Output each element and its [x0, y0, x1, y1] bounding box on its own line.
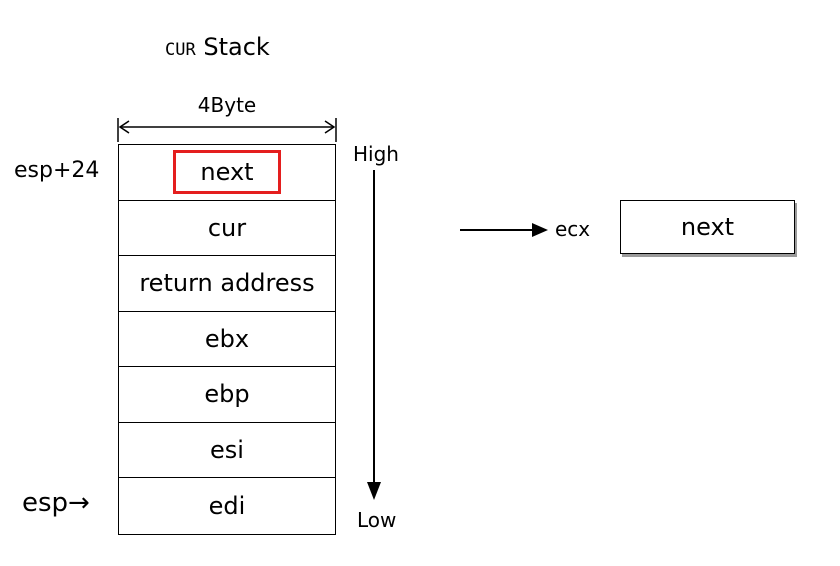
stack-cell-edi: edi: [208, 491, 246, 520]
title-word: Stack: [203, 33, 270, 61]
width-label: 4Byte: [197, 93, 257, 117]
high-label: High: [353, 142, 399, 166]
stack-cell-esi: esi: [119, 423, 335, 478]
title-code: CUR: [165, 40, 196, 60]
esp-offset-label: esp+24: [14, 158, 100, 183]
register-name: ecx: [555, 217, 591, 241]
highlighted-cell-label: next: [173, 150, 281, 195]
stack-frame: next cur return address ebx ebp esi edi: [118, 144, 336, 535]
stack-cell-return-address: return address: [119, 256, 335, 312]
esp-pointer-label: esp→: [22, 488, 90, 518]
stack-cell-cur: cur: [119, 201, 335, 256]
register-arrow: [460, 223, 548, 237]
stack-cell-ebp: ebp: [119, 367, 335, 423]
diagram-title: CUR Stack: [165, 32, 270, 65]
down-arrow: [367, 170, 381, 500]
register-value-box: next: [620, 200, 795, 254]
stack-cell-ebx: ebx: [119, 312, 335, 367]
width-dimension-arrow: [117, 118, 337, 142]
low-label: Low: [357, 508, 397, 532]
stack-cell-next: next: [119, 145, 335, 201]
